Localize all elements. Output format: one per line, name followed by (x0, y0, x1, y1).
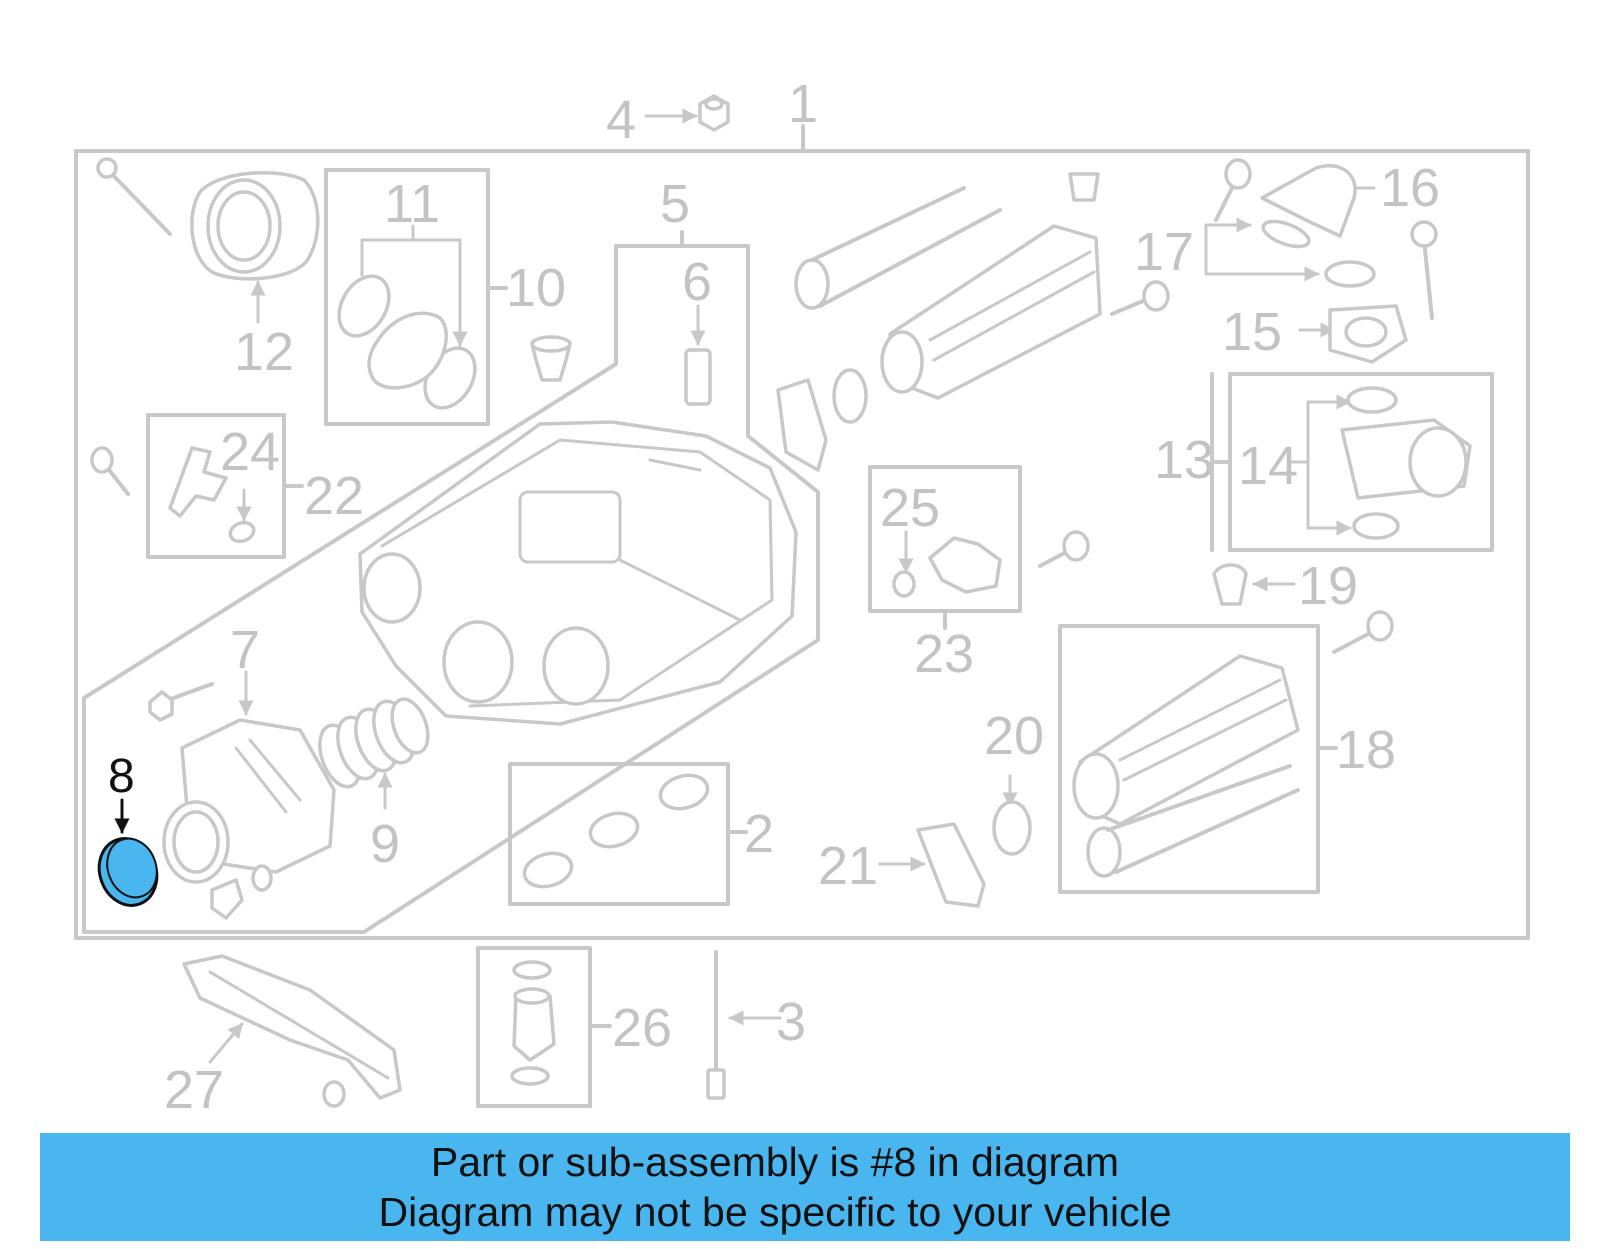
part-9-coupler (318, 697, 430, 789)
callout-18: 18 (1336, 720, 1396, 780)
callout-22: 22 (304, 466, 364, 526)
part-4-nut (698, 94, 730, 132)
part-bolt-17 (1110, 280, 1170, 316)
callout-13: 13 (1154, 430, 1214, 490)
callout-9: 9 (370, 814, 400, 874)
callout-12: 12 (234, 322, 294, 382)
part-18-intercooler (1072, 654, 1300, 878)
part-23-sensor (892, 536, 1002, 598)
part-20-oring (992, 800, 1032, 856)
part-bolt-left (90, 446, 130, 496)
part-22-sensor (168, 446, 256, 544)
part-tube-upper (794, 186, 1002, 310)
callout-2: 2 (744, 804, 774, 864)
callout-23: 23 (914, 624, 974, 684)
part-3-stud (706, 950, 726, 1100)
callout-7: 7 (230, 620, 260, 680)
callout-8-highlighted: 8 (108, 750, 135, 803)
part-17-seal-lower (1324, 260, 1376, 288)
callout-5: 5 (660, 174, 690, 234)
callout-4: 4 (606, 90, 636, 150)
callout-11: 11 (384, 174, 440, 234)
info-banner: Part or sub-assembly is #8 in diagram Di… (40, 1133, 1570, 1241)
part-17-seal-upper (1261, 219, 1311, 249)
callout-26: 26 (612, 998, 672, 1058)
callout-19: 19 (1298, 556, 1358, 616)
part-intercooler-upper (880, 224, 1102, 400)
part-plug-top (1068, 172, 1100, 202)
banner-line-2: Diagram may not be specific to your vehi… (378, 1189, 1172, 1235)
callout-27: 27 (164, 1060, 224, 1120)
part-bolt-topleft (96, 157, 172, 236)
callout-15: 15 (1222, 302, 1282, 362)
part-7-housing (148, 682, 336, 884)
part-10-elbow (367, 311, 448, 390)
callout-16: 16 (1380, 158, 1440, 218)
callout-3: 3 (776, 992, 806, 1052)
part-2-gasket (522, 773, 710, 889)
part-bolt-long (1410, 220, 1438, 320)
callout-6: 6 (682, 252, 712, 312)
part-cap-small (210, 878, 244, 920)
part-16-elbow (1260, 164, 1357, 238)
part-bolt-16 (1214, 158, 1252, 222)
part-14-throttle-body (1340, 386, 1472, 540)
part-bolt-19 (1332, 610, 1394, 654)
callout-25: 25 (880, 478, 940, 538)
callout-24: 24 (220, 422, 280, 482)
part-6-sleeve (684, 348, 712, 406)
part-21-gasket (916, 822, 986, 908)
part-11-seal-upper (337, 274, 391, 338)
part-27-pipe (182, 954, 402, 1108)
part-12-housing (190, 171, 320, 281)
part-5-supercharger (358, 420, 798, 726)
callout-1: 1 (788, 74, 818, 134)
callout-20: 20 (984, 706, 1044, 766)
callout-21: 21 (818, 836, 878, 896)
part-8-cap-highlighted[interactable] (90, 830, 166, 913)
callout-14: 14 (1238, 436, 1298, 496)
part-26-fitting (510, 960, 556, 1086)
part-oring-small (251, 864, 273, 892)
supercharger-frame (82, 244, 820, 934)
banner-line-1: Part or sub-assembly is #8 in diagram (430, 1139, 1120, 1185)
callout-10: 10 (506, 258, 566, 318)
part-oring-intercooler (832, 368, 868, 424)
part-19-plug (1212, 563, 1248, 606)
part-bolt-23 (1038, 530, 1090, 568)
callout-17: 17 (1134, 222, 1194, 282)
part-gasket-intercooler (776, 378, 828, 472)
box-10 (324, 168, 490, 426)
box-18 (1058, 624, 1320, 894)
